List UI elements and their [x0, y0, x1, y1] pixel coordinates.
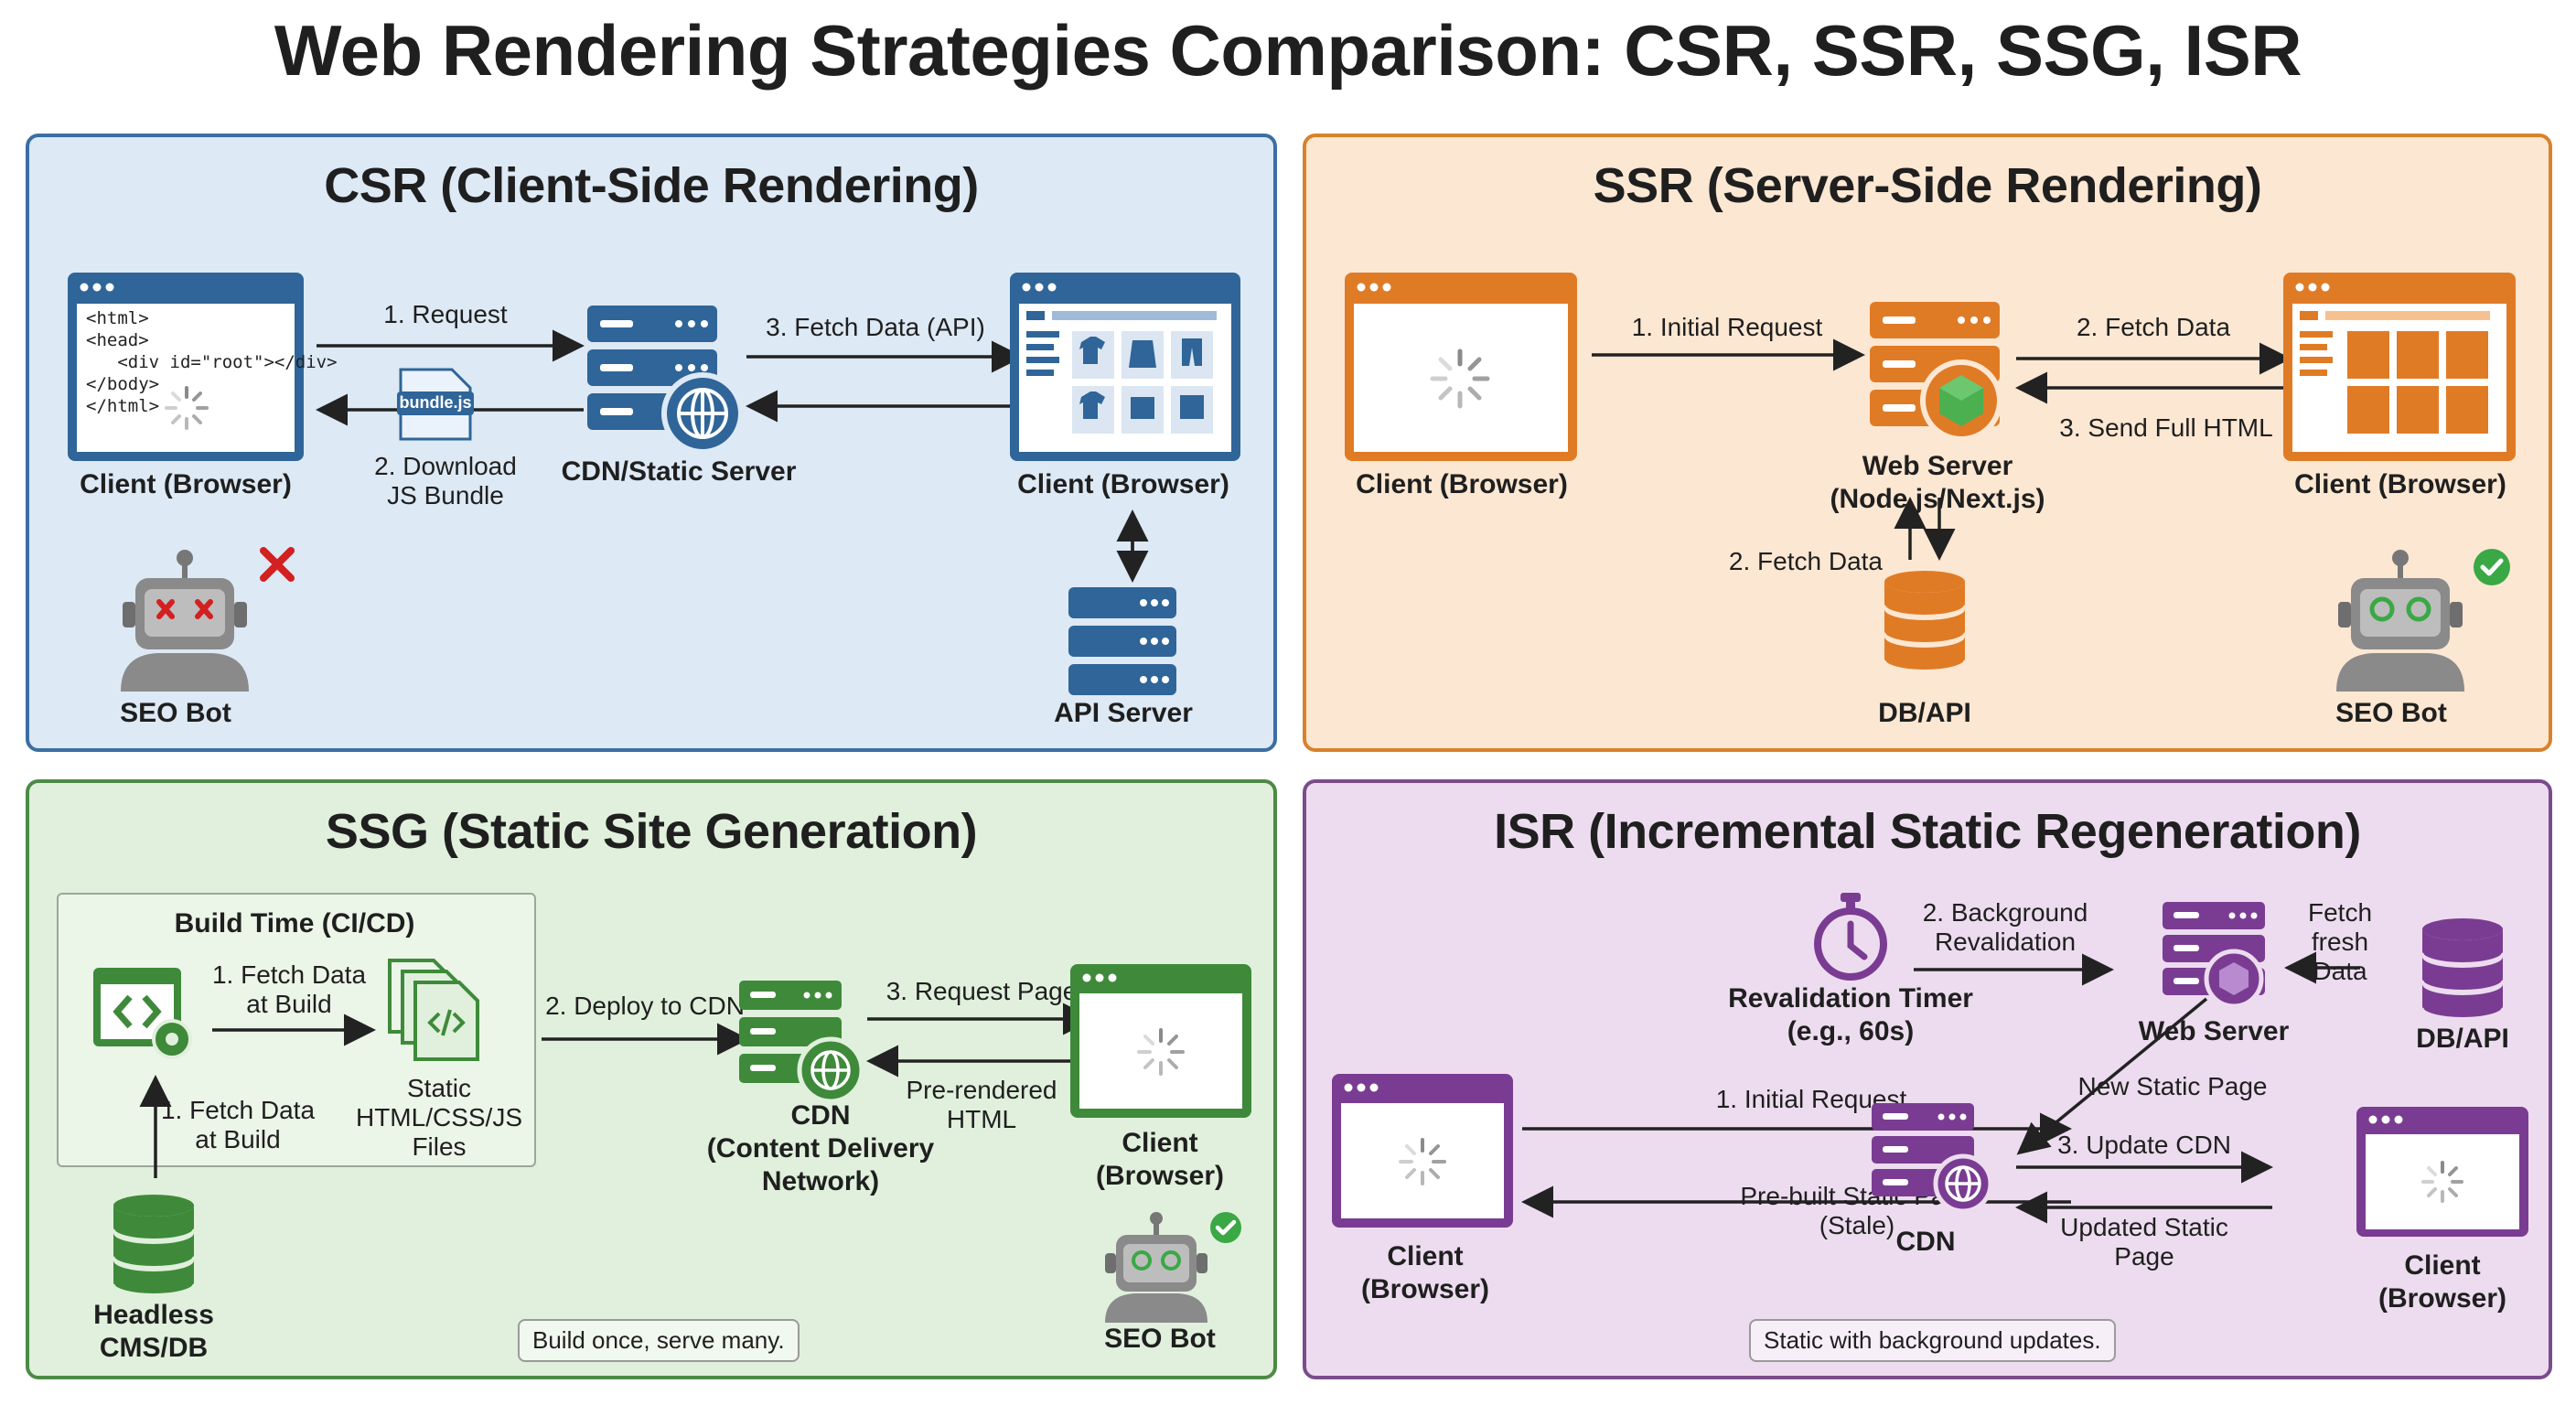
ssg-panel: SSG (Static Site Generation) Build Time … — [26, 779, 1277, 1379]
isr-cdn-icon — [1872, 1103, 1993, 1214]
isr-stale-label: Pre-built Static Page (Stale) — [1740, 1182, 1973, 1239]
ssr-seo-bot-icon — [2336, 549, 2510, 692]
ssg-title: SSG (Static Site Generation) — [325, 804, 978, 859]
csr-step2-label: 2. Download JS Bundle — [374, 452, 517, 509]
isr-cdn-label: CDN — [1895, 1227, 1956, 1257]
ssg-note: Build once, serve many. — [518, 1319, 800, 1362]
ssr-web-server-icon — [1870, 302, 2002, 442]
csr-browser-right-icon — [1010, 273, 1240, 461]
ssg-fetch-bottom-label: 1. Fetch Data at Build — [160, 1096, 316, 1153]
main-title: Web Rendering Strategies Comparison: CSR… — [274, 10, 2302, 91]
csr-step3-label: 3. Fetch Data (API) — [766, 313, 985, 341]
csr-api-label: API Server — [1054, 698, 1193, 728]
ssg-arrows-client — [866, 1003, 1095, 1078]
ssr-step3-label: 3. Send Full HTML — [2059, 413, 2273, 442]
csr-bundle-label: bundle.js — [399, 393, 472, 412]
isr-browser-left-icon — [1332, 1074, 1513, 1228]
csr-step1-label: 1. Request — [383, 300, 508, 328]
isr-panel: ISR (Incremental Static Regeneration) Re… — [1303, 779, 2552, 1379]
csr-browser-left-icon — [68, 273, 304, 461]
csr-cdn-label: CDN/Static Server — [561, 456, 797, 487]
ssr-db-label: DB/API — [1878, 698, 1971, 728]
isr-db-icon — [2420, 918, 2505, 1021]
ssr-step2a-label: 2. Fetch Data — [2076, 313, 2231, 341]
csr-seo-bot-label: SEO Bot — [120, 698, 231, 728]
csr-title: CSR (Client-Side Rendering) — [324, 158, 979, 213]
ssg-request-label: 3. Request Page — [886, 977, 1078, 1005]
ssr-browser-right-icon — [2283, 273, 2516, 461]
ssg-cms-arrow — [139, 1075, 172, 1178]
isr-update-cdn-label: 3. Update CDN — [2057, 1131, 2231, 1159]
ssr-step1-label: 1. Initial Request — [1631, 313, 1823, 341]
ssr-client-right-label: Client (Browser) — [2294, 469, 2506, 499]
build-time-label: Build Time (CI/CD) — [174, 908, 415, 938]
ssr-client-left-label: Client (Browser) — [1356, 469, 1568, 499]
ssg-deploy-arrow — [542, 1023, 749, 1056]
ssg-fetch-arrow — [212, 1014, 376, 1046]
isr-client-left-label: Client (Browser) — [1360, 1241, 1490, 1304]
ssr-title: SSR (Server-Side Rendering) — [1593, 158, 2262, 213]
isr-web-server-icon — [2163, 902, 2265, 1009]
isr-reval-arrow — [1914, 953, 2114, 986]
cms-db-icon — [112, 1195, 196, 1297]
isr-timer-label: Revalidation Timer (e.g., 60s) — [1728, 983, 1973, 1046]
ssg-fetch-top-label: 1. Fetch Data at Build — [211, 960, 367, 1018]
ssr-panel: SSR (Server-Side Rendering) Client (Brow… — [1303, 134, 2552, 752]
isr-new-static-label: New Static Page — [2077, 1072, 2268, 1100]
build-code-gear-icon — [93, 968, 192, 1059]
isr-fetch-fresh-label: Fetch fresh Data — [2307, 898, 2373, 985]
ssr-step2b-label: 2. Fetch Data — [1728, 547, 1883, 575]
ssr-db-arrows — [1894, 497, 1956, 561]
csr-arrows-fetch — [746, 340, 1024, 423]
ssr-db-icon — [1883, 571, 1967, 673]
ssg-files-label: Static HTML/CSS/JS Files — [355, 1074, 523, 1161]
bundle-file-icon — [397, 368, 474, 441]
ssg-client-label: Client (Browser) — [1095, 1128, 1225, 1191]
ssg-cdn-label: CDN (Content Delivery Network) — [706, 1100, 935, 1196]
ssr-browser-left-icon — [1345, 273, 1577, 461]
ssr-seo-bot-label: SEO Bot — [2335, 698, 2447, 728]
ssg-cdn-icon — [739, 981, 864, 1104]
csr-panel: CSR (Client-Side Rendering) <html> <head… — [26, 134, 1277, 752]
isr-note: Static with background updates. — [1749, 1319, 2116, 1362]
ssg-seo-bot-icon — [1105, 1212, 1241, 1323]
isr-fetch-arrow — [2284, 951, 2360, 984]
isr-title: ISR (Incremental Static Regeneration) — [1494, 804, 2361, 859]
isr-db-label: DB/API — [2416, 1024, 2509, 1054]
isr-reval-label: 2. Background Revalidation — [1922, 898, 2088, 956]
isr-updated-static-label: Updated Static Page — [2060, 1213, 2228, 1271]
csr-code-snippet: <html> <head> <div id="root"></div> </bo… — [86, 308, 338, 416]
ssg-prerendered-label: Pre-rendered HTML — [906, 1076, 1057, 1133]
isr-client-right-label: Client (Browser) — [2377, 1250, 2507, 1314]
csr-client-left-label: Client (Browser) — [80, 469, 292, 499]
ssg-deploy-label: 2. Deploy to CDN — [545, 992, 745, 1020]
stopwatch-icon — [1814, 893, 1887, 981]
csr-seo-bot-icon — [121, 547, 295, 692]
ssg-cms-label: Headless CMS/DB — [93, 1300, 214, 1363]
static-files-icon — [388, 959, 479, 1061]
isr-browser-right-icon — [2356, 1107, 2528, 1237]
isr-arrows-right — [2015, 1151, 2273, 1224]
csr-cdn-server-icon — [587, 306, 744, 455]
isr-server-label: Web Server — [2138, 1016, 2290, 1046]
ssr-arrows-right — [2015, 342, 2292, 404]
csr-api-arrow — [1116, 509, 1149, 583]
api-server-icon — [1068, 587, 1176, 695]
ssr-arrow-initial — [1592, 338, 1865, 371]
ssg-seo-bot-label: SEO Bot — [1104, 1324, 1216, 1354]
ssr-server-label: Web Server (Node.js/Next.js) — [1830, 451, 2045, 514]
csr-client-right-label: Client (Browser) — [1017, 469, 1229, 499]
ssg-browser-icon — [1070, 964, 1251, 1118]
